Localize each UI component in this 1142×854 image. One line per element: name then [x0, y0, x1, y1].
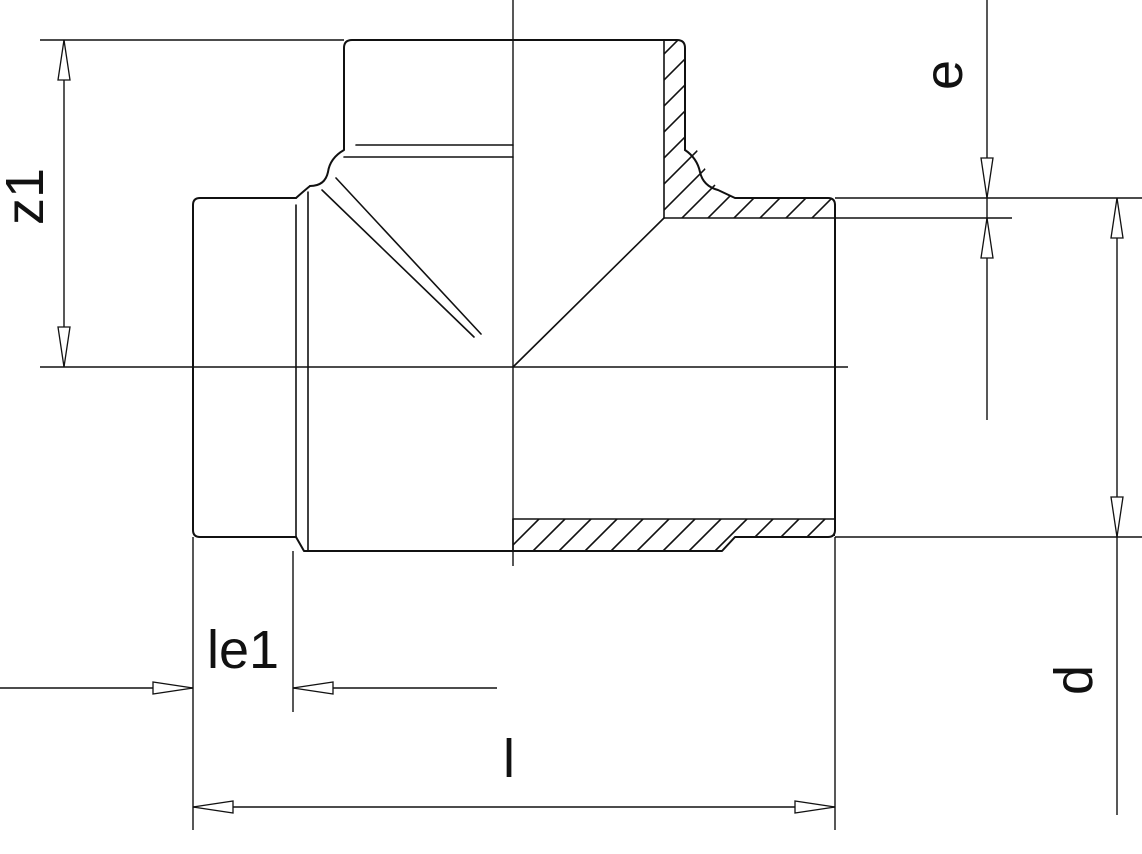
dimension-e: e: [835, 0, 1142, 420]
internal-diagonal-b: [321, 189, 475, 338]
d-label: d: [1044, 665, 1104, 695]
hatch-line: [610, 519, 644, 551]
branch-socket-outline: [309, 39, 686, 187]
hatch-line: [664, 40, 719, 218]
hatch-line: [42, 0, 302, 260]
dimension-le1: le1: [0, 537, 497, 830]
fitting-body: [192, 39, 836, 552]
hatch-line: [1082, 0, 1142, 260]
z1-label: z1: [0, 168, 55, 225]
e-arrow-bottom: [980, 217, 994, 259]
z1-arrow-bottom: [57, 326, 71, 368]
hatch-line: [792, 519, 826, 551]
hatch-line: [1004, 0, 1142, 260]
left-socket-bottom-step: [295, 536, 514, 552]
le1-arrow-left: [152, 681, 194, 695]
internal-diagonal-c: [512, 217, 665, 368]
hatch-line: [558, 519, 592, 551]
left-socket-outline: [192, 197, 297, 538]
hatch-line: [636, 519, 670, 551]
hatch-line: [688, 519, 722, 551]
dimension-l: l: [192, 537, 836, 830]
hatch-line: [900, 0, 1142, 260]
z1-arrow-top: [57, 39, 71, 81]
hatch-line: [584, 519, 618, 551]
centerlines: [40, 0, 848, 566]
hatch-line: [665, 40, 835, 218]
hatch-line: [926, 0, 1142, 260]
d-arrow-top: [1110, 197, 1124, 239]
hatch-line: [821, 40, 835, 218]
hatch-line: [94, 0, 354, 260]
hatch-line: [848, 0, 1108, 260]
hatch-line: [691, 40, 835, 218]
d-arrow-bottom: [1110, 496, 1124, 538]
hatch-line: [743, 40, 835, 218]
hatch-line: [532, 519, 566, 551]
l-arrow-left: [192, 800, 234, 814]
hatch-line: [120, 0, 380, 260]
l-arrow-right: [794, 800, 836, 814]
hatch-line: [662, 519, 696, 551]
internal-diagonal-a: [335, 177, 482, 335]
hatch-line: [714, 519, 748, 551]
hatch-line: [769, 40, 835, 218]
hatch-line: [68, 0, 328, 260]
hatch-line: [874, 0, 1134, 260]
l-label: l: [503, 729, 515, 789]
e-arrow-top: [980, 157, 994, 199]
left-socket-top-step: [199, 185, 311, 199]
hatch-line: [513, 519, 540, 551]
hatch-line: [766, 519, 800, 551]
hatched-bottom-wall: [513, 519, 877, 551]
branch-right-fillet: [684, 149, 836, 206]
le1-label: le1: [207, 620, 279, 680]
e-label: e: [914, 60, 974, 90]
le1-arrow-right: [292, 681, 334, 695]
hatch-line: [513, 519, 514, 551]
hatch-line: [664, 40, 835, 218]
hatch-line: [740, 519, 774, 551]
hatch-line: [1056, 0, 1142, 260]
dimension-d: d: [835, 197, 1142, 815]
hatch-line: [845, 519, 877, 551]
dimension-z1: z1: [0, 39, 344, 368]
hatch-line: [1030, 0, 1142, 260]
hatch-line: [717, 40, 835, 218]
right-run-bottom: [512, 529, 836, 552]
hatch-line: [16, 0, 276, 260]
